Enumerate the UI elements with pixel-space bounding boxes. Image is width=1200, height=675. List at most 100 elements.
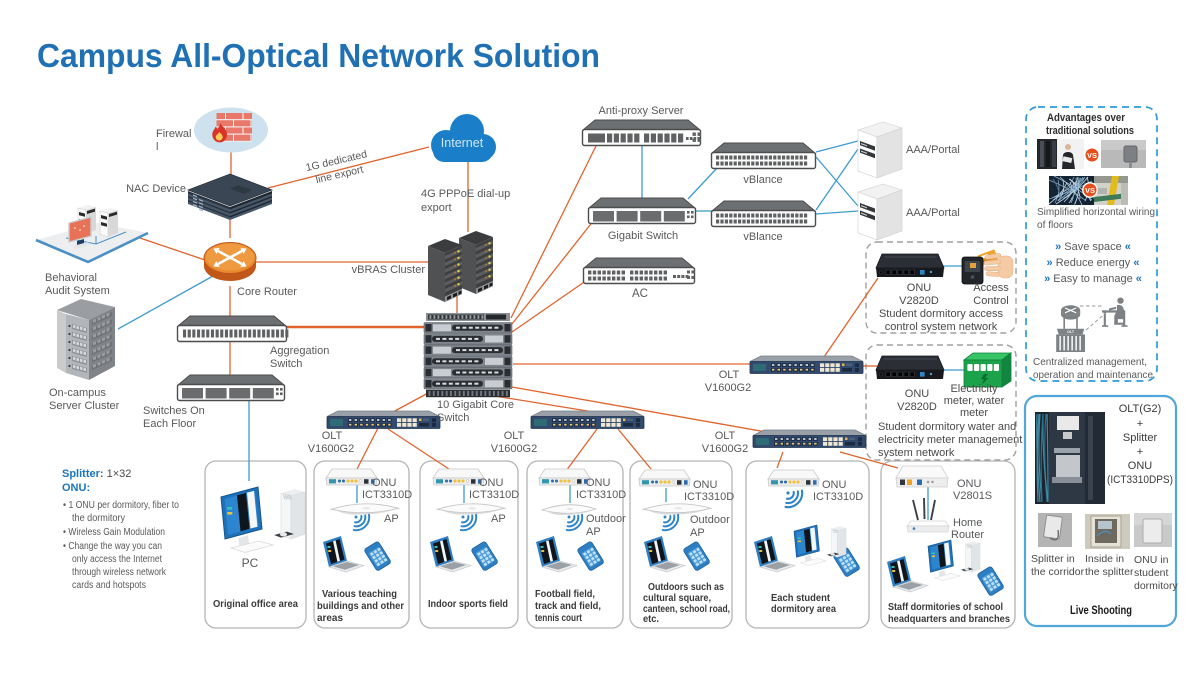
svg-text:Campus All-Optical Network Sol: Campus All-Optical Network Solution [37,37,600,74]
svg-text:dormitory area: dormitory area [771,603,836,615]
svg-text:OLT: OLT [719,369,740,381]
svg-text:AC: AC [632,288,648,300]
svg-text:l: l [156,141,158,153]
svg-text:Original office area: Original office area [213,598,298,610]
svg-text:of floors: of floors [1037,219,1073,231]
svg-text:vBlance: vBlance [743,231,782,243]
svg-text:Advantages over: Advantages over [1047,112,1126,124]
svg-text:Anti-proxy Server: Anti-proxy Server [599,105,684,117]
svg-text:V1600G2: V1600G2 [702,443,748,455]
svg-text:track and field,: track and field, [535,600,601,612]
svg-text:OLT(G2): OLT(G2) [1119,403,1162,415]
svg-text:Indoor sports field: Indoor sports field [428,598,508,610]
svg-text:Router: Router [951,529,984,541]
svg-text:AP: AP [586,526,601,538]
svg-text:traditional solutions: traditional solutions [1046,125,1134,137]
svg-text:On-campus: On-campus [49,387,106,399]
svg-text:the dormitory: the dormitory [72,513,125,524]
svg-text:ONU: ONU [957,478,982,490]
svg-text:ONU: ONU [479,477,504,489]
svg-text:ONU: ONU [1128,460,1153,472]
svg-text:Student dormitory access: Student dormitory access [879,308,1004,320]
svg-text:cultural square,: cultural square, [643,592,711,604]
svg-text:electricity meter management: electricity meter management [878,434,1022,446]
svg-text:• 1 ONU per dormitory, fiber t: • 1 ONU per dormitory, fiber to [63,500,179,511]
svg-text:OLT: OLT [322,430,343,442]
svg-text:AP: AP [491,513,506,525]
svg-text:PC: PC [242,556,259,570]
svg-text:ONU: ONU [822,479,847,491]
svg-text:• Change the way you can: • Change the way you can [63,541,162,552]
svg-text:meter, water: meter, water [944,395,1005,407]
svg-text:ONU: ONU [693,479,718,491]
svg-text:etc.: etc. [643,613,659,625]
svg-text:Outdoor: Outdoor [690,514,730,526]
svg-text:Home: Home [953,517,982,529]
svg-text:AP: AP [690,527,705,539]
svg-text:V2801S: V2801S [953,490,992,502]
svg-text:operation and maintenance: operation and maintenance [1033,369,1153,381]
svg-text:vBRAS Cluster: vBRAS Cluster [352,264,426,276]
svg-text:Staff dormitories of school: Staff dormitories of school [888,601,1003,613]
svg-text:Access: Access [973,282,1009,294]
svg-text:10 Gigabit Core: 10 Gigabit Core [437,399,514,411]
svg-text:canteen, school road,: canteen, school road, [643,603,730,615]
svg-text:Firewal: Firewal [156,128,191,140]
svg-text:ONU: ONU [372,477,397,489]
svg-text:Student dormitory water and: Student dormitory water and [878,421,1016,433]
svg-text:Splitter: Splitter [1123,432,1158,444]
svg-text:Splitter in: Splitter in [1031,553,1075,565]
svg-text:only access the Internet: only access the Internet [72,554,162,565]
svg-text:Simplified horizontal wiring: Simplified horizontal wiring [1037,206,1155,218]
svg-text:control system network: control system network [885,321,998,333]
svg-text:ICT3310D: ICT3310D [813,491,863,503]
svg-text:AAA/Portal: AAA/Portal [906,207,960,219]
svg-text:Each student: Each student [771,592,830,604]
svg-text:Football field,: Football field, [535,588,595,600]
svg-text:Server Cluster: Server Cluster [49,400,120,412]
svg-text:V1600G2: V1600G2 [308,443,354,455]
svg-text:ICT3310D: ICT3310D [362,489,412,501]
svg-text:Each Floor: Each Floor [143,418,197,430]
svg-text:ICT3310D: ICT3310D [469,489,519,501]
svg-text:Outdoors such as: Outdoors such as [648,581,724,593]
svg-text:Aggregation: Aggregation [270,345,329,357]
svg-text:V1600G2: V1600G2 [491,443,537,455]
svg-text:system network: system network [878,447,955,459]
svg-text:export: export [421,202,452,214]
svg-text:ONU: ONU [907,282,932,294]
svg-text:Gigabit Switch: Gigabit Switch [608,230,678,242]
svg-text:NAC Device: NAC Device [126,183,186,195]
svg-text:• Wireless Gain Modulation: • Wireless Gain Modulation [63,527,165,538]
svg-text:VS: VS [1085,186,1095,195]
svg-text:the corridor: the corridor [1031,566,1085,578]
svg-text:OLT: OLT [504,430,525,442]
svg-text:AP: AP [384,513,399,525]
svg-text:+: + [1137,446,1143,458]
svg-text:4G PPPoE dial-up: 4G PPPoE dial-up [421,188,510,200]
svg-text:ONU:: ONU: [62,482,90,494]
svg-text:V2820D: V2820D [897,401,937,413]
svg-text:Audit System: Audit System [45,285,110,297]
svg-text:ICT3310D: ICT3310D [576,489,626,501]
svg-text:through wireless network: through wireless network [72,567,167,578]
svg-text:+: + [1137,418,1143,430]
svg-text:headquarters and branches: headquarters and branches [888,613,1010,625]
svg-text:Behavioral: Behavioral [45,272,97,284]
svg-text:OLT: OLT [715,430,736,442]
svg-text:ONU: ONU [586,477,611,489]
svg-text:ONU: ONU [905,388,930,400]
svg-text:(ICT3310DPS): (ICT3310DPS) [1107,474,1173,486]
svg-text:the splitter: the splitter [1085,566,1134,578]
svg-text:V1600G2: V1600G2 [705,382,751,394]
svg-text:Control: Control [973,295,1008,307]
svg-text:Outdoor: Outdoor [586,513,626,525]
svg-text:tennis court: tennis court [535,612,582,624]
svg-text:meter: meter [960,407,988,419]
svg-text:Centralized management,: Centralized management, [1033,356,1147,368]
svg-text:ONU in: ONU in [1134,554,1169,566]
svg-text:vBlance: vBlance [743,174,782,186]
svg-text:AAA/Portal: AAA/Portal [906,144,960,156]
svg-text:Switch: Switch [270,358,302,370]
svg-text:Inside in: Inside in [1085,553,1124,565]
